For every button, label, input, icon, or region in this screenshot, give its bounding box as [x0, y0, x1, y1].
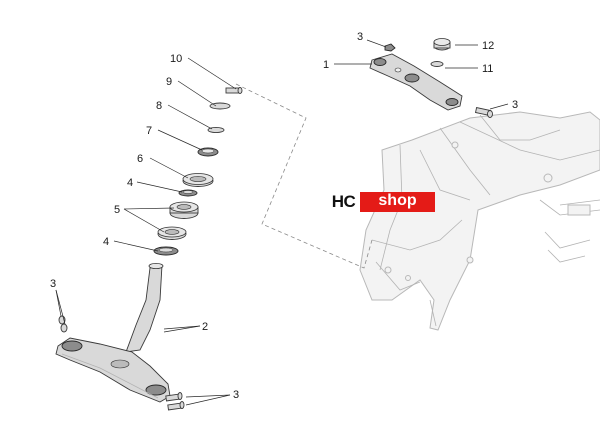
frame-illustration	[359, 111, 600, 331]
small-nut-top	[384, 43, 396, 52]
part-10-pin	[225, 87, 243, 94]
bearing-5-upper	[169, 201, 199, 219]
bolt-right	[474, 107, 493, 118]
upper-triple-clamp	[369, 53, 463, 111]
callout-labels: 1 2 3 3 3 3 4 4 5 6 7 8 9 10 11 12	[50, 31, 518, 401]
small-nuts-left	[58, 315, 68, 333]
callout-11: 11	[482, 63, 493, 75]
callout-3: 3	[512, 99, 518, 111]
callout-8: 8	[156, 100, 162, 112]
assembly-guide-line	[235, 83, 373, 269]
callout-3: 3	[50, 278, 56, 290]
callout-4: 4	[127, 177, 133, 189]
hc-shop-logo: HC shop	[327, 192, 435, 212]
ring-9	[209, 102, 231, 110]
callout-1: 1	[323, 59, 329, 71]
callout-4: 4	[103, 236, 109, 248]
logo-shop-text: shop	[360, 192, 435, 212]
callout-9: 9	[166, 76, 172, 88]
leader-lines	[55, 39, 509, 406]
bearing-6	[182, 173, 214, 187]
callout-2: 2	[202, 321, 208, 333]
lower-triple-clamp-stem	[55, 262, 171, 403]
callout-5: 5	[114, 204, 120, 216]
seal-4-upper	[178, 189, 198, 197]
callout-3: 3	[233, 389, 239, 401]
ring-7	[197, 147, 219, 157]
callout-7: 7	[146, 125, 152, 137]
callout-10: 10	[170, 53, 182, 65]
callout-3: 3	[357, 31, 363, 43]
bearing-5-lower	[157, 226, 187, 240]
seal-4-lower	[153, 246, 179, 256]
steering-top-nut	[433, 38, 451, 51]
bolts-bottom	[165, 392, 185, 411]
callout-6: 6	[137, 153, 143, 165]
washer-11	[430, 61, 444, 67]
logo-hc-text: HC	[327, 192, 360, 212]
callout-12: 12	[482, 40, 494, 52]
